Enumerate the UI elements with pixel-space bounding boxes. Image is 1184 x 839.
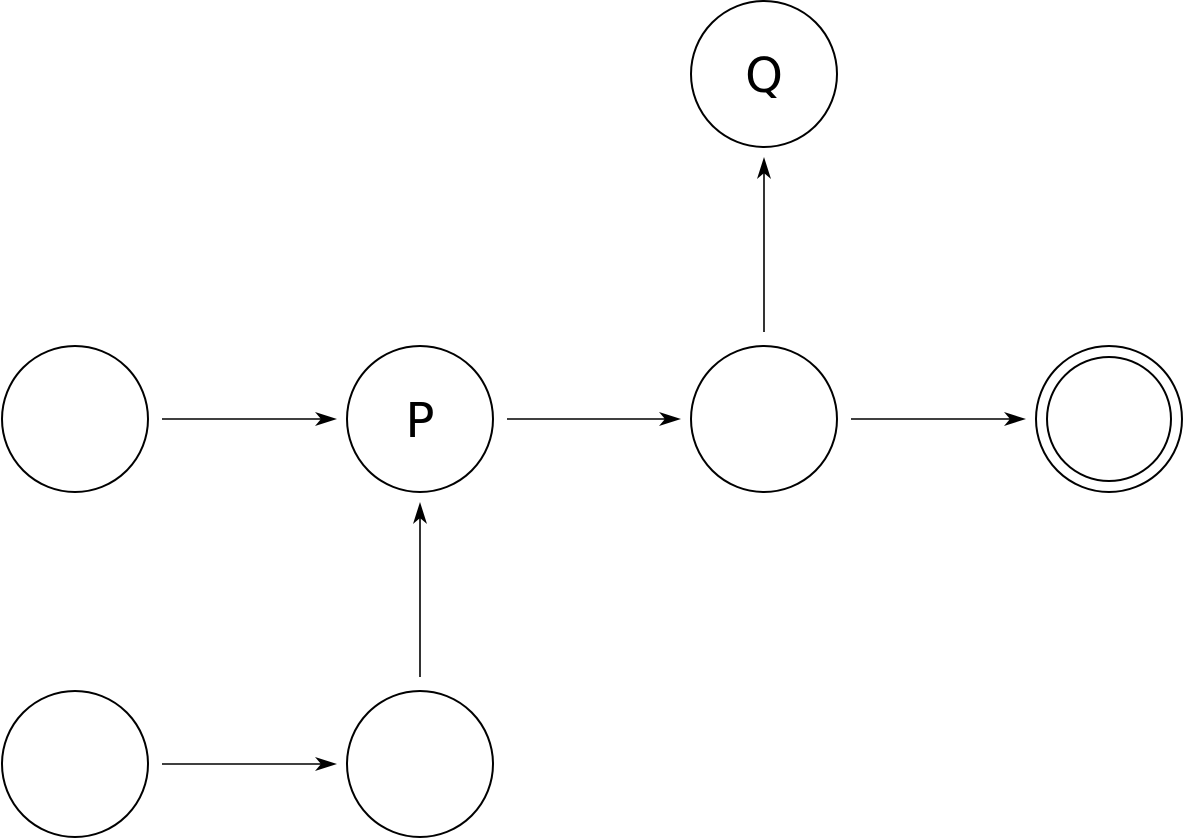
arrowhead-icon — [659, 412, 681, 426]
arrowhead-icon — [315, 757, 337, 771]
accept-inner-circle — [1046, 356, 1172, 482]
state-label: P — [406, 393, 435, 449]
state-node-accept — [1035, 345, 1183, 493]
state-circle — [690, 345, 838, 493]
state-label: Q — [745, 48, 783, 104]
state-node-q: Q — [690, 0, 838, 148]
state-circle — [346, 690, 494, 838]
edge-n6-to-p — [413, 502, 427, 677]
state-circle — [1, 345, 149, 493]
edge-n1-to-p — [162, 412, 337, 426]
state-circle — [690, 0, 838, 148]
edge-n3-to-accept — [851, 412, 1026, 426]
state-node-n1 — [1, 345, 149, 493]
state-node-n3 — [690, 345, 838, 493]
state-node-n6 — [346, 690, 494, 838]
edge-n3-to-q — [757, 157, 771, 332]
arrowhead-icon — [757, 157, 771, 179]
edge-p-to-n3 — [507, 412, 681, 426]
arrowhead-icon — [1004, 412, 1026, 426]
arrowhead-icon — [413, 502, 427, 524]
edge-n5-to-n6 — [162, 757, 337, 771]
state-node-n5 — [1, 690, 149, 838]
arrowhead-icon — [315, 412, 337, 426]
edges-layer — [162, 157, 1026, 771]
state-circle — [346, 345, 494, 493]
state-circle — [1, 690, 149, 838]
state-node-p: P — [346, 345, 494, 493]
